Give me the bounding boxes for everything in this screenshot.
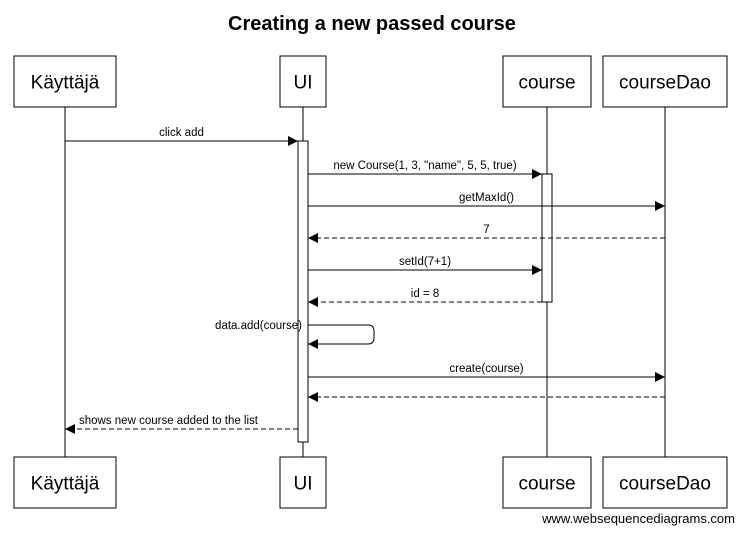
participant-label-coursedao: courseDao	[619, 474, 711, 495]
message-8: create(course)	[308, 363, 665, 382]
participant-boxes: KäyttäjäKäyttäjäUIUIcoursecoursecourseDa…	[13, 55, 728, 509]
participant-box-course-bottom: course	[502, 456, 592, 509]
message-5: setId(7+1)	[308, 256, 542, 275]
participant-label-kayttaja: Käyttäjä	[31, 73, 100, 94]
message-label: click add	[159, 127, 204, 139]
activation-bar-ui	[297, 140, 309, 443]
participant-box-ui-bottom: UI	[279, 456, 327, 509]
message-3: getMaxId()	[308, 192, 665, 211]
participant-box-kayttaja-top: Käyttäjä	[13, 55, 117, 108]
participant-box-kayttaja-bottom: Käyttäjä	[13, 456, 117, 509]
participant-box-frame	[502, 55, 592, 108]
participant-box-coursedao-bottom: courseDao	[602, 456, 728, 509]
participant-box-frame	[602, 55, 728, 108]
participant-label-ui: UI	[294, 474, 313, 495]
participant-box-frame	[279, 456, 327, 509]
participant-label-ui: UI	[294, 73, 313, 94]
message-label: create(course)	[449, 363, 523, 375]
participant-box-frame	[279, 55, 327, 108]
diagram-title: Creating a new passed course	[228, 13, 516, 35]
participant-box-frame	[602, 456, 728, 509]
message-10: shows new course added to the list	[65, 415, 298, 434]
participant-box-frame	[502, 456, 592, 509]
message-7: data.add(course)	[215, 320, 375, 349]
participant-label-course: course	[518, 73, 575, 94]
message-label: new Course(1, 3, "name", 5, 5, true)	[333, 160, 516, 172]
participant-box-course-top: course	[502, 55, 592, 108]
message-6: id = 8	[308, 288, 542, 307]
messages: click add new Course(1, 3, "name", 5, 5, …	[65, 127, 665, 434]
self-message-arrow	[308, 324, 375, 349]
participant-box-frame	[13, 55, 117, 108]
participant-label-coursedao: courseDao	[619, 73, 711, 94]
message-label: data.add(course)	[215, 320, 302, 332]
message-label: setId(7+1)	[399, 256, 451, 268]
participant-box-ui-top: UI	[279, 55, 327, 108]
participant-box-coursedao-top: courseDao	[602, 55, 728, 108]
message-label: 7	[483, 224, 489, 236]
participant-label-kayttaja: Käyttäjä	[31, 474, 100, 495]
message-label: id = 8	[411, 288, 439, 300]
message-label: shows new course added to the list	[79, 415, 259, 427]
participant-label-course: course	[518, 474, 575, 495]
participant-box-frame	[13, 456, 117, 509]
message-label: getMaxId()	[459, 192, 514, 204]
message-2: new Course(1, 3, "name", 5, 5, true)	[308, 160, 542, 179]
message-1: click add	[65, 127, 298, 146]
footer-credit: www.websequencediagrams.com	[541, 511, 735, 526]
message-4: 7	[308, 224, 665, 243]
